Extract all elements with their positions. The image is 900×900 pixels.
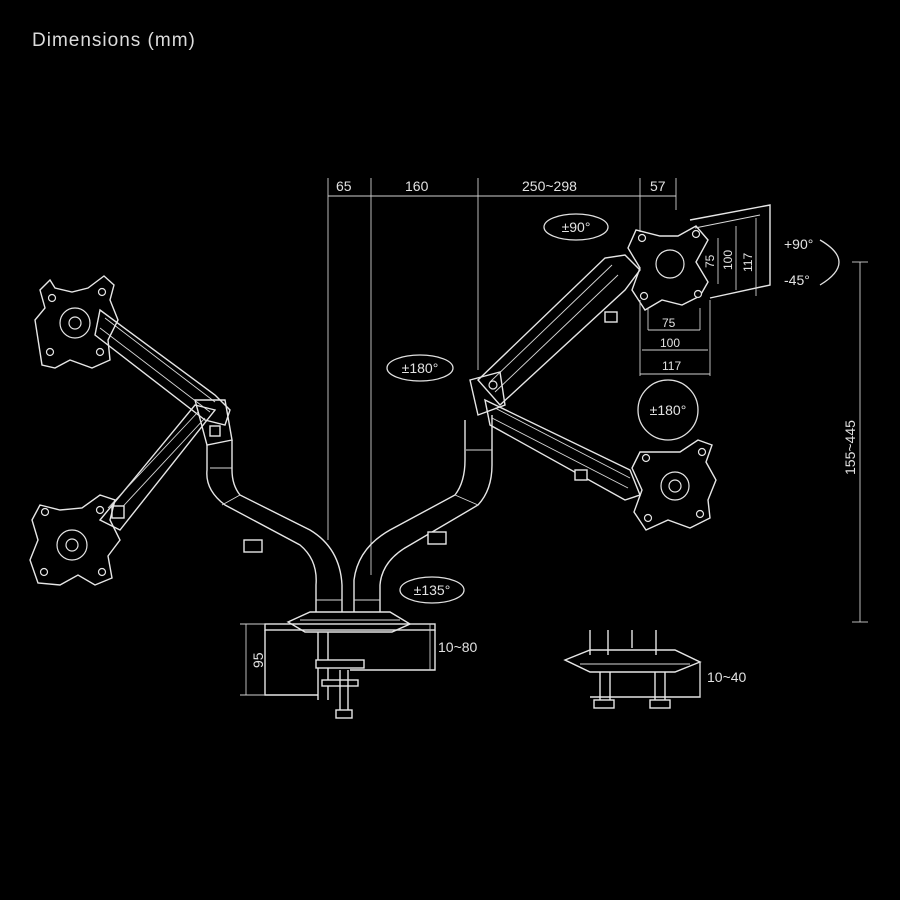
svg-text:±135°: ±135° (414, 582, 451, 598)
dim-clamp-height: 95 (250, 652, 266, 668)
svg-text:±90°: ±90° (562, 219, 591, 235)
angle-tilt: ±90° (543, 213, 609, 241)
height-dimension: 155~445 (842, 261, 868, 623)
dim-vesa-h-117: 117 (741, 253, 755, 272)
right-upper-vesa-plate (627, 204, 771, 311)
angle-rotation: ±180° (637, 379, 699, 441)
left-upper-arm (94, 308, 233, 446)
angle-tilt-range: +90° -45° (784, 236, 840, 288)
angle-tilt-down: -45° (784, 272, 810, 288)
dim-height-range: 155~445 (842, 420, 858, 475)
svg-text:±180°: ±180° (650, 402, 687, 418)
right-upper-arm (469, 254, 641, 416)
left-upper-vesa-plate (34, 275, 119, 369)
angle-pan: ±180° (386, 354, 454, 382)
dim-vesa-w-117: 117 (662, 359, 681, 373)
dim-vesa-h-100: 100 (721, 250, 735, 270)
vesa-dimensions: 75 100 117 75 100 117 (639, 218, 757, 376)
angle-base-swivel: ±135° (399, 576, 465, 604)
dim-offset-b: 160 (405, 178, 429, 194)
top-dimension-line: 65 160 250~298 57 (327, 178, 677, 575)
dim-vesa-h-75: 75 (703, 254, 717, 268)
desk-clamp: 95 10~80 (240, 611, 478, 719)
dim-arm-extension: 250~298 (522, 178, 577, 194)
grommet-mount: 10~40 (563, 630, 747, 709)
right-lower-arm (484, 398, 641, 501)
left-lower-vesa-plate (29, 494, 121, 586)
dim-vesa-w-100: 100 (660, 336, 680, 350)
dim-offset-a: 65 (336, 178, 352, 194)
dim-grommet-range: 10~40 (707, 669, 747, 685)
diagram-title: Dimensions (mm) (32, 30, 196, 51)
angle-tilt-up: +90° (784, 236, 813, 252)
center-pole (206, 415, 493, 612)
svg-text:±180°: ±180° (402, 360, 439, 376)
left-lower-arm (98, 404, 217, 531)
dim-clamp-range: 10~80 (438, 639, 478, 655)
dim-vesa-w-75: 75 (662, 316, 676, 330)
dim-tilt-depth: 57 (650, 178, 666, 194)
right-lower-vesa-plate (631, 439, 717, 531)
